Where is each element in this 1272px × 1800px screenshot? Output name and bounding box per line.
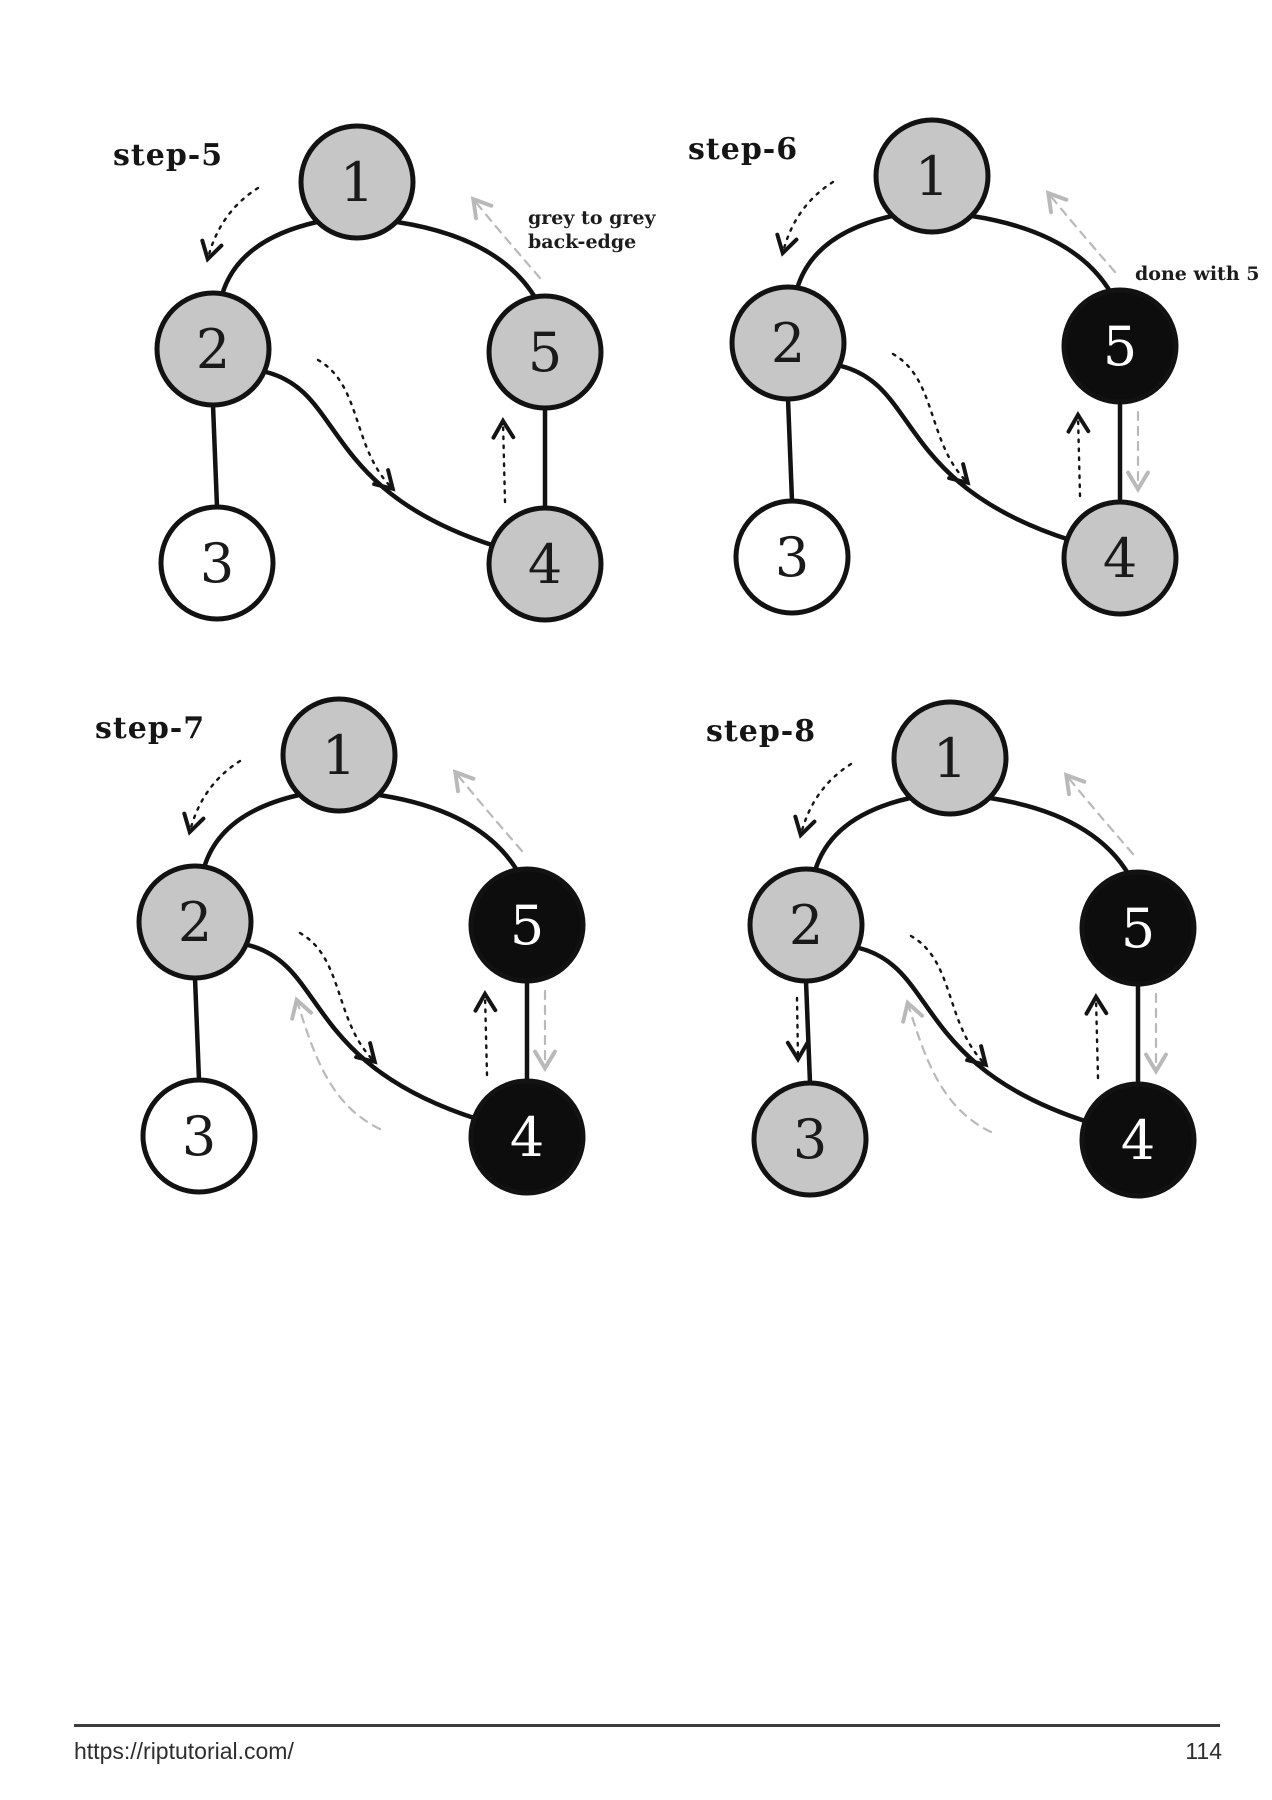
node-3-label: 3 xyxy=(775,526,809,589)
footer-url: https://riptutorial.com/ xyxy=(74,1738,294,1764)
footer-rule xyxy=(74,1724,1220,1727)
step-6-diagram: step-6 done with 5 1 2 5 3 4 xyxy=(688,117,1259,617)
step-title: step-5 xyxy=(113,138,223,173)
traversal-arrow-2-to-3 xyxy=(785,996,810,1063)
edge-1-2 xyxy=(219,219,318,296)
traversal-arrow-2-to-4 xyxy=(316,358,396,492)
node-4 xyxy=(468,1078,586,1196)
step-title: step-8 xyxy=(706,714,816,749)
back-edge-arrow-5-to-1 xyxy=(1063,772,1135,856)
node-1-label: 1 xyxy=(340,151,374,214)
edge-1-5 xyxy=(378,792,520,874)
node-3 xyxy=(140,1077,258,1195)
node-4-label: 4 xyxy=(510,1106,544,1169)
edge-1-2 xyxy=(812,795,911,872)
dfs-steps-figure: step-5 grey to grey back-edge 1 2 5 3 4 … xyxy=(95,117,1259,1199)
node-2 xyxy=(154,290,272,408)
node-3-label: 3 xyxy=(200,532,234,595)
node-1-label: 1 xyxy=(933,727,967,790)
done-with-5-annotation: done with 5 xyxy=(1135,263,1259,285)
node-1-label: 1 xyxy=(915,145,949,208)
traversal-arrow-1-to-2 xyxy=(775,180,835,257)
edge-2-4 xyxy=(840,363,1071,543)
node-5-label: 5 xyxy=(528,321,562,384)
node-5 xyxy=(1061,287,1179,405)
node-3-label: 3 xyxy=(182,1105,216,1168)
node-3 xyxy=(733,498,851,616)
node-5 xyxy=(468,866,586,984)
traversal-arrow-4-to-5 xyxy=(473,990,498,1077)
node-4-label: 4 xyxy=(1121,1109,1155,1172)
edge-2-3 xyxy=(192,977,202,1081)
node-5 xyxy=(486,293,604,411)
node-4 xyxy=(1061,499,1179,617)
traversal-arrow-4-to-5 xyxy=(491,417,516,504)
edge-2-4 xyxy=(247,942,478,1122)
node-4 xyxy=(1079,1081,1197,1199)
node-5 xyxy=(1079,869,1197,987)
edge-1-2 xyxy=(201,792,300,869)
node-1 xyxy=(280,696,398,814)
node-4 xyxy=(486,505,604,623)
node-2 xyxy=(136,863,254,981)
node-2-label: 2 xyxy=(178,891,212,954)
footer: https://riptutorial.com/ 114 xyxy=(74,1738,1222,1765)
edge-2-3 xyxy=(785,398,795,502)
traversal-arrow-2-to-4 xyxy=(891,352,971,486)
edge-1-5 xyxy=(971,213,1113,295)
traversal-arrow-1-to-2 xyxy=(200,186,260,263)
traversal-arrow-4-to-5 xyxy=(1066,411,1091,498)
node-1-label: 1 xyxy=(322,724,356,787)
node-2-label: 2 xyxy=(196,318,230,381)
back-edge-annotation-line2: back-edge xyxy=(528,231,636,253)
traversal-arrow-2-to-4 xyxy=(298,931,378,1065)
edge-2-4 xyxy=(265,369,496,549)
node-5-label: 5 xyxy=(1121,897,1155,960)
step-8-diagram: step-8 1 2 5 3 4 xyxy=(706,699,1197,1199)
node-4-label: 4 xyxy=(528,533,562,596)
edge-2-3 xyxy=(210,404,220,508)
step-title: step-7 xyxy=(95,711,205,746)
node-3 xyxy=(158,504,276,622)
edge-1-5 xyxy=(989,795,1131,877)
back-edge-annotation-line1: grey to grey xyxy=(528,207,656,229)
back-edge-arrow-5-to-1 xyxy=(470,196,542,280)
node-2-label: 2 xyxy=(789,894,823,957)
traversal-arrow-1-to-2 xyxy=(793,762,853,839)
node-5-label: 5 xyxy=(1103,315,1137,378)
traversal-arrow-4-to-5 xyxy=(1084,993,1109,1080)
return-arrow-4-to-2 xyxy=(901,999,993,1134)
edge-1-5 xyxy=(396,219,538,301)
node-5-label: 5 xyxy=(510,894,544,957)
node-1 xyxy=(891,699,1009,817)
back-edge-arrow-5-to-1 xyxy=(452,769,524,853)
node-2 xyxy=(747,866,865,984)
footer-page-number: 114 xyxy=(1185,1738,1222,1764)
back-edge-arrow-5-to-1 xyxy=(1045,190,1117,274)
node-2 xyxy=(729,284,847,402)
node-3-label: 3 xyxy=(793,1108,827,1171)
edge-2-3 xyxy=(803,980,813,1084)
edge-1-2 xyxy=(794,213,893,290)
traversal-arrow-1-to-2 xyxy=(182,759,242,836)
node-1 xyxy=(873,117,991,235)
step-5-diagram: step-5 grey to grey back-edge 1 2 5 3 4 xyxy=(113,123,656,623)
node-4-label: 4 xyxy=(1103,527,1137,590)
node-3 xyxy=(751,1080,869,1198)
edge-2-4 xyxy=(858,945,1089,1125)
step-title: step-6 xyxy=(688,132,798,167)
traversal-arrow-2-to-4 xyxy=(909,934,989,1068)
node-2-label: 2 xyxy=(771,312,805,375)
return-arrow-4-to-2 xyxy=(290,996,382,1131)
step-7-diagram: step-7 1 2 5 3 4 xyxy=(95,696,586,1196)
node-1 xyxy=(298,123,416,241)
